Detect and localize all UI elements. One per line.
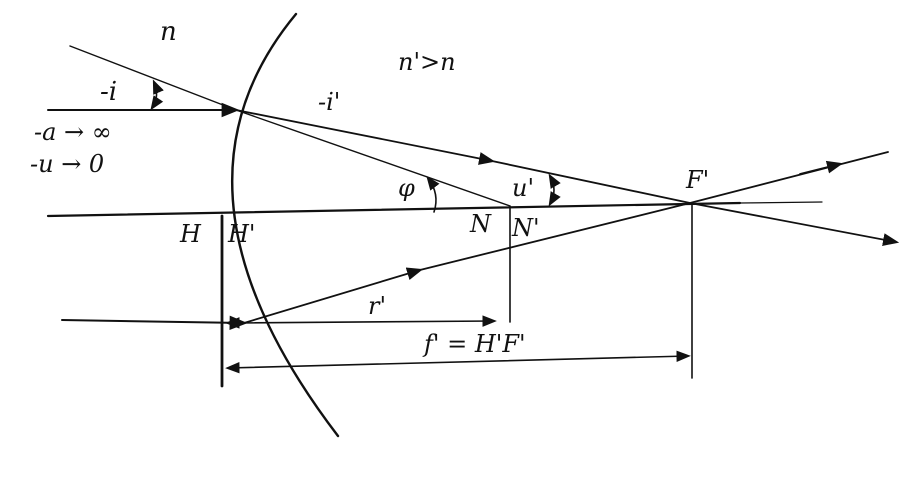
r-prime-dimension — [225, 315, 497, 329]
label-H: H — [179, 220, 202, 248]
label-minus-i: -i — [100, 77, 117, 107]
label-r-prime: r' — [368, 292, 386, 320]
angle-minus-i-arc — [150, 79, 164, 111]
optical-axis — [46, 201, 742, 218]
refracted-ray-upper — [235, 109, 496, 165]
normal-continuation — [235, 109, 511, 207]
label-phi: φ — [398, 174, 415, 202]
angle-phi-arc — [426, 175, 440, 213]
label-N-prime: N' — [511, 214, 540, 242]
refracted-ray-upper-cont — [491, 160, 691, 204]
angle-u-prime-arc — [548, 173, 561, 207]
optical-axis-extension — [739, 201, 823, 204]
ray-after-focus-lower — [689, 202, 900, 246]
label-focal-length: f' = H'F' — [422, 330, 526, 358]
refracted-ray-lower-cont — [419, 202, 691, 271]
incident-ray-lower — [61, 315, 248, 330]
label-u-to-zero: -u → 0 — [30, 150, 104, 178]
ray-after-focus-upper-arrow — [799, 160, 844, 175]
label-minus-i-prime: -i' — [318, 88, 340, 116]
f-prime-dimension — [225, 350, 691, 374]
normal-line — [69, 45, 237, 111]
label-F-prime: F' — [685, 166, 709, 194]
label-N: N — [469, 210, 492, 238]
label-H-prime: H' — [227, 220, 256, 248]
label-n-prime-gt-n: n'>n — [398, 48, 456, 76]
label-n: n — [160, 17, 177, 47]
ray-after-focus-upper — [689, 151, 889, 204]
refracted-ray-lower — [243, 267, 424, 324]
label-a-to-infinity: -a → ∞ — [34, 118, 112, 146]
label-u-prime: u' — [512, 174, 534, 202]
